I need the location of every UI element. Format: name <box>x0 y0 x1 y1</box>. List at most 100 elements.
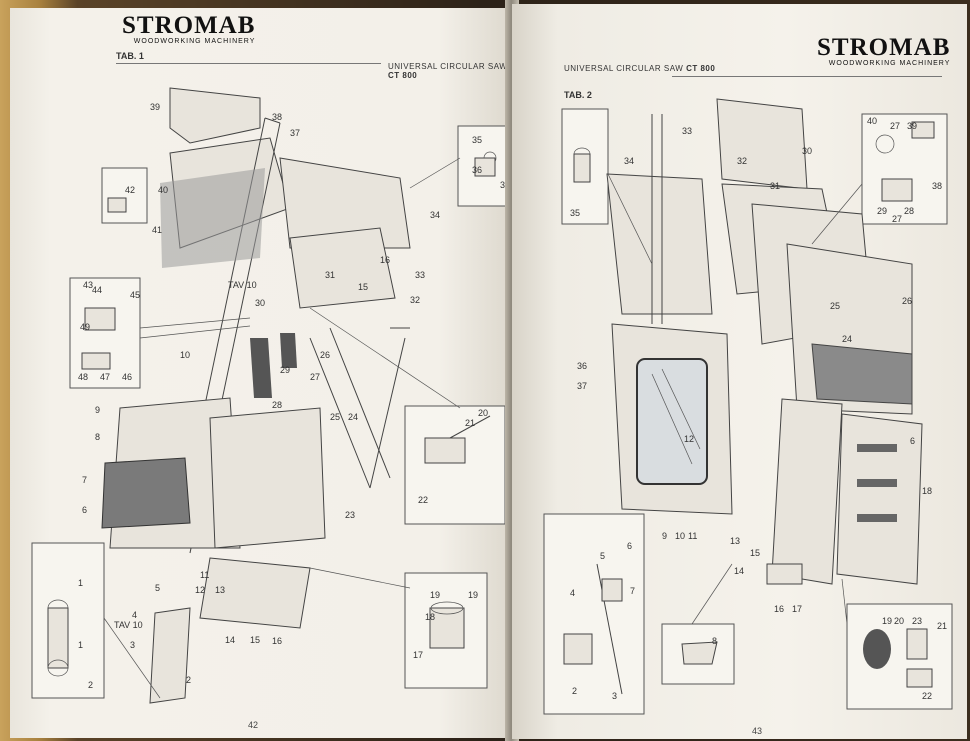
door-window <box>636 358 708 485</box>
top-panel <box>716 98 808 190</box>
svg-text:22: 22 <box>418 495 428 505</box>
svg-text:40: 40 <box>867 116 877 126</box>
svg-text:26: 26 <box>320 350 330 360</box>
svg-text:42: 42 <box>125 185 135 195</box>
svg-text:24: 24 <box>348 412 358 422</box>
svg-text:4: 4 <box>132 610 137 620</box>
svg-text:24: 24 <box>842 334 852 344</box>
svg-text:19: 19 <box>468 590 478 600</box>
svg-text:16: 16 <box>774 604 784 614</box>
svg-text:31: 31 <box>325 270 335 280</box>
svg-text:13: 13 <box>215 585 225 595</box>
knob-detail <box>863 629 891 669</box>
svg-text:3: 3 <box>612 691 617 701</box>
svg-text:9: 9 <box>95 405 100 415</box>
header-title-text: UNIVERSAL CIRCULAR SAW <box>388 62 508 71</box>
svg-text:13: 13 <box>730 536 740 546</box>
svg-text:33: 33 <box>682 126 692 136</box>
svg-text:12: 12 <box>195 585 205 595</box>
svg-text:31: 31 <box>770 181 780 191</box>
page-number-right: 43 <box>752 726 763 736</box>
svg-text:37: 37 <box>290 128 300 138</box>
gear-block-2 <box>280 333 297 368</box>
svg-text:28: 28 <box>904 206 914 216</box>
svg-text:25: 25 <box>830 301 840 311</box>
top-guard-panel <box>169 87 261 144</box>
gear-block-1 <box>250 338 272 398</box>
header-model: CT 800 <box>686 64 716 73</box>
svg-text:33: 33 <box>415 270 425 280</box>
svg-text:15: 15 <box>358 282 368 292</box>
svg-text:10: 10 <box>180 350 190 360</box>
svg-text:41: 41 <box>152 225 162 235</box>
svg-text:18: 18 <box>425 612 435 622</box>
small-plate <box>766 563 803 585</box>
vent-grille <box>811 343 913 405</box>
svg-text:45: 45 <box>130 290 140 300</box>
page-number-left: 42 <box>248 720 259 730</box>
svg-text:11: 11 <box>688 531 697 541</box>
detail-box-43-49 <box>69 277 141 389</box>
stromab-logo-right: STROMAB WOODWORKING MACHINERY <box>817 35 950 67</box>
svg-text:36: 36 <box>472 165 482 175</box>
svg-text:8: 8 <box>95 432 100 442</box>
header-title-text: UNIVERSAL CIRCULAR SAW <box>564 64 684 73</box>
svg-text:40: 40 <box>158 185 168 195</box>
svg-text:26: 26 <box>902 296 912 306</box>
inner-panel <box>289 227 396 309</box>
tab-label: TAB. 2 <box>564 90 592 100</box>
svg-text:27: 27 <box>310 372 320 382</box>
svg-text:29: 29 <box>877 206 887 216</box>
svg-text:25: 25 <box>330 412 340 422</box>
svg-text:38: 38 <box>272 112 282 122</box>
exploded-diagram-tab2: 35 34 33 32 31 30 40 27 39 38 29 28 27 2… <box>543 98 953 715</box>
svg-text:27: 27 <box>892 214 902 224</box>
svg-text:4: 4 <box>570 588 575 598</box>
svg-text:11: 11 <box>200 570 209 580</box>
side-panel <box>836 413 923 585</box>
svg-text:21: 21 <box>465 418 475 428</box>
svg-text:16: 16 <box>272 636 282 646</box>
svg-text:35: 35 <box>570 208 580 218</box>
svg-text:8: 8 <box>712 636 717 646</box>
svg-text:14: 14 <box>734 566 744 576</box>
svg-text:19: 19 <box>430 590 440 600</box>
svg-text:34: 34 <box>430 210 440 220</box>
svg-text:21: 21 <box>937 621 947 631</box>
svg-text:5: 5 <box>155 583 160 593</box>
svg-text:2: 2 <box>88 680 93 690</box>
svg-text:46: 46 <box>122 372 132 382</box>
svg-text:1: 1 <box>78 640 83 650</box>
svg-text:39: 39 <box>150 102 160 112</box>
svg-text:TAV 10: TAV 10 <box>228 280 257 290</box>
side-guard <box>606 173 713 315</box>
svg-text:6: 6 <box>82 505 87 515</box>
svg-text:23: 23 <box>345 510 355 520</box>
header-model: CT 800 <box>388 71 418 80</box>
svg-text:14: 14 <box>225 635 235 645</box>
svg-text:15: 15 <box>250 635 260 645</box>
svg-text:37: 37 <box>577 381 587 391</box>
svg-text:32: 32 <box>737 156 747 166</box>
svg-text:TAV 10: TAV 10 <box>114 620 143 630</box>
rear-grille <box>160 168 265 268</box>
svg-text:6: 6 <box>627 541 632 551</box>
svg-text:7: 7 <box>630 586 635 596</box>
svg-text:2: 2 <box>186 675 191 685</box>
svg-text:23: 23 <box>912 616 922 626</box>
svg-text:5: 5 <box>600 551 605 561</box>
detail-box-2-7 <box>543 513 645 715</box>
svg-text:49: 49 <box>80 322 90 332</box>
brand-tagline: WOODWORKING MACHINERY <box>133 38 256 45</box>
svg-text:20: 20 <box>478 408 488 418</box>
header-title: UNIVERSAL CIRCULAR SAW CT 800 <box>564 64 715 73</box>
svg-text:48: 48 <box>78 372 88 382</box>
svg-text:2: 2 <box>572 686 577 696</box>
svg-text:20: 20 <box>894 616 904 626</box>
svg-text:7: 7 <box>82 475 87 485</box>
svg-text:43: 43 <box>83 280 93 290</box>
svg-text:10: 10 <box>675 531 685 541</box>
svg-text:34: 34 <box>624 156 634 166</box>
header-rule <box>672 76 942 77</box>
bottom-plate <box>199 557 311 629</box>
